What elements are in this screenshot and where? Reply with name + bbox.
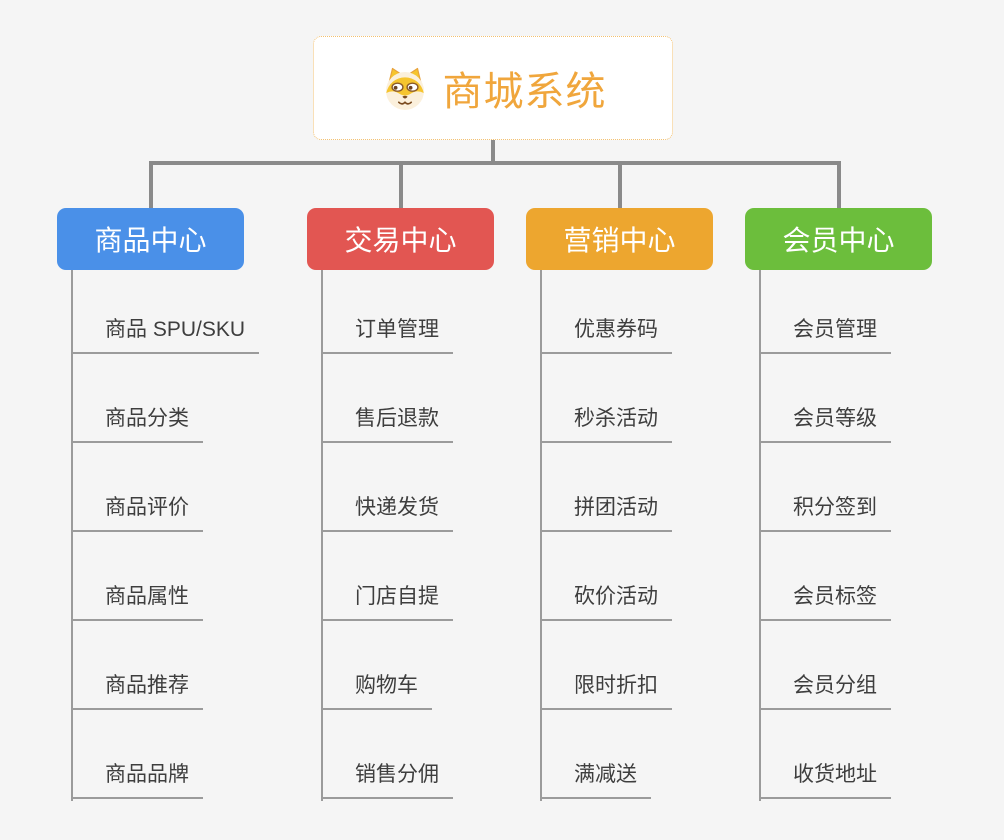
leaf-node[interactable]: 秒杀活动 (541, 406, 672, 443)
branch-label: 交易中心 (344, 225, 457, 256)
leaf-node[interactable]: 销售分佣 (322, 762, 453, 799)
leaf-column-member-center: 会员管理 会员等级 积分签到 会员标签 会员分组 收货地址 (759, 270, 1004, 804)
leaf-node[interactable]: 优惠券码 (541, 317, 672, 354)
branch-node-trade-center[interactable]: 交易中心 (307, 208, 494, 270)
branch-trunk-line (321, 270, 323, 801)
connector-horizontal-bus (149, 161, 840, 165)
leaf-node[interactable]: 满减送 (541, 762, 651, 799)
leaf-node[interactable]: 限时折扣 (541, 673, 672, 710)
leaf-node[interactable]: 会员标签 (760, 584, 891, 621)
branch-label: 商品中心 (94, 225, 207, 256)
leaf-column-trade-center: 订单管理 售后退款 快递发货 门店自提 购物车 销售分佣 (321, 270, 581, 804)
leaf-node[interactable]: 订单管理 (322, 317, 453, 354)
branch-node-marketing-center[interactable]: 营销中心 (526, 208, 713, 270)
leaf-node[interactable]: 收货地址 (760, 762, 891, 799)
connector-drop-trade-center (399, 161, 403, 209)
leaf-node[interactable]: 售后退款 (322, 406, 453, 443)
leaf-node[interactable]: 积分签到 (760, 495, 891, 532)
leaf-node[interactable]: 购物车 (322, 673, 432, 710)
branch-trunk-line (759, 270, 761, 801)
connector-drop-marketing-center (618, 161, 622, 209)
branch-trunk-line (540, 270, 542, 801)
root-label: 商城系统 (442, 70, 607, 114)
leaf-node[interactable]: 会员管理 (760, 317, 891, 354)
leaf-node[interactable]: 拼团活动 (541, 495, 672, 532)
branch-label: 营销中心 (563, 225, 676, 256)
branch-node-product-center[interactable]: 商品中心 (57, 208, 244, 270)
branch-node-member-center[interactable]: 会员中心 (745, 208, 932, 270)
leaf-node[interactable]: 商品属性 (72, 584, 203, 621)
connector-drop-product-center (149, 161, 153, 209)
branch-label: 会员中心 (782, 225, 895, 256)
dog-face-icon (380, 64, 430, 112)
leaf-column-marketing-center: 优惠券码 秒杀活动 拼团活动 砍价活动 限时折扣 满减送 (540, 270, 800, 804)
root-node[interactable]: 商城系统 (313, 36, 673, 140)
leaf-node[interactable]: 门店自提 (322, 584, 453, 621)
leaf-node[interactable]: 商品 SPU/SKU (72, 317, 260, 354)
leaf-node[interactable]: 商品推荐 (72, 673, 203, 710)
leaf-node[interactable]: 会员分组 (760, 673, 891, 710)
connector-drop-member-center (837, 161, 841, 209)
leaf-node[interactable]: 商品品牌 (72, 762, 203, 799)
branch-trunk-line (71, 270, 73, 801)
leaf-node[interactable]: 会员等级 (760, 406, 891, 443)
leaf-node[interactable]: 砍价活动 (541, 584, 672, 621)
leaf-node[interactable]: 商品分类 (72, 406, 203, 443)
connector-root-vertical (491, 140, 495, 163)
leaf-column-product-center: 商品 SPU/SKU 商品分类 商品评价 商品属性 商品推荐 商品品牌 (71, 270, 331, 804)
leaf-node[interactable]: 快递发货 (322, 495, 453, 532)
leaf-node[interactable]: 商品评价 (72, 495, 203, 532)
